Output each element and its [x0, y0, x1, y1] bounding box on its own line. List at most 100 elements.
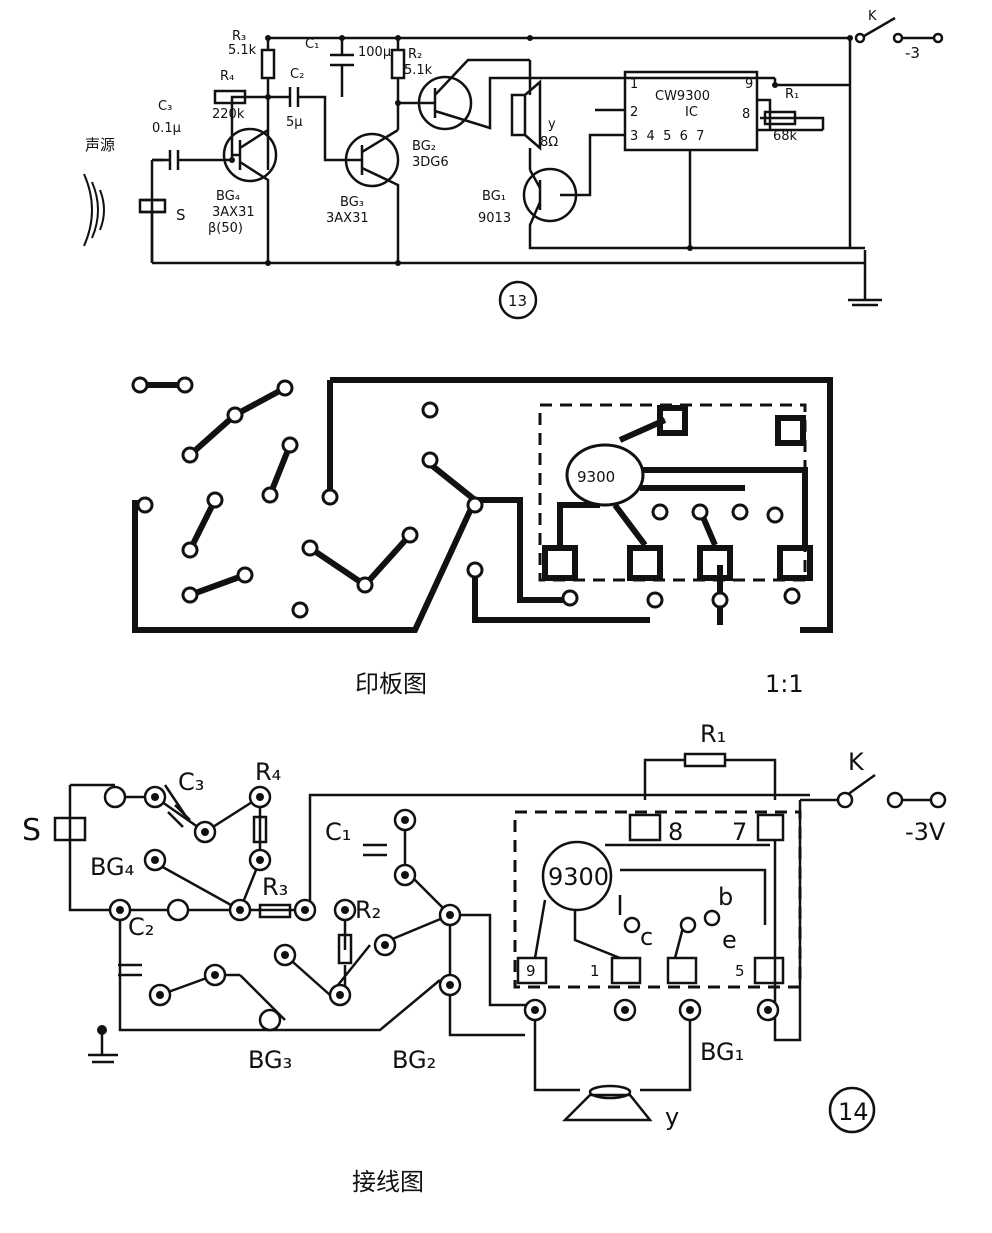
pad-7: [775, 415, 806, 446]
w-c-label: c: [640, 923, 653, 951]
fig14-number: 14: [838, 1098, 869, 1126]
sound-waves: [83, 173, 105, 247]
r3-14: [258, 903, 292, 919]
c2-value: 5μ: [286, 115, 303, 130]
bg3-leads: [345, 128, 400, 263]
pad-5: [777, 545, 813, 581]
bg4-beta: β(50): [208, 221, 243, 236]
bg1-name: BG₁: [482, 189, 506, 204]
bg4-name: BG₄: [216, 189, 240, 204]
ic-pin9: 9: [745, 77, 753, 92]
supply-terminal: [932, 32, 944, 44]
pad-b-14: [666, 956, 698, 985]
r4-wire: [230, 95, 268, 160]
r2-name: R₂: [408, 47, 422, 62]
w-c2-label: C₂: [128, 913, 154, 941]
w-r3-label: R₃: [262, 873, 288, 901]
ic-outline-14: [513, 810, 802, 989]
source-label: 声源: [85, 136, 115, 154]
r1-resistor: [763, 110, 797, 126]
junction-dots: [229, 35, 853, 266]
r4-value: 220k: [212, 107, 245, 122]
ic-pins-bottom: 3 4 5 6 7: [630, 129, 704, 144]
s-label: S: [176, 206, 186, 224]
bg4-leads: [232, 128, 270, 263]
chip-9300-14: [541, 840, 613, 912]
c2-name: C₂: [290, 67, 304, 82]
bg1-type: 9013: [478, 211, 511, 226]
r3-name: R₃: [232, 29, 246, 44]
speaker-value: 8Ω: [540, 135, 558, 150]
pcb-traces: [132, 377, 833, 633]
w-y-label: y: [665, 1103, 679, 1131]
w-bg4-label: BG₄: [90, 853, 134, 881]
speaker-y: [510, 60, 542, 151]
labels: 声源 K -3 C₃ 0.1μ R₄ 220k R₃ 5.1k C₂ 5μ C₁…: [22, 9, 946, 1196]
pad-1: [627, 545, 663, 581]
bg4-type: 3AX31: [212, 205, 255, 220]
ic-leads: [595, 98, 825, 248]
w-c3-label: C₃: [178, 768, 204, 796]
mic-s-14: [53, 816, 87, 842]
c2-capacitor: [268, 87, 345, 162]
w-c1-label: C₁: [325, 818, 351, 846]
bg2-leads: [398, 58, 775, 130]
switch-14: [800, 773, 930, 802]
w-r2-label: R₂: [355, 896, 381, 924]
r3-value: 5.1k: [228, 43, 257, 58]
w-bg3-label: BG₃: [248, 1046, 292, 1074]
pcb-holes: [131, 376, 801, 619]
solder-dots-14: [97, 793, 772, 1035]
speaker-wire-14: [533, 1010, 692, 1092]
ic-sub: IC: [685, 105, 698, 120]
pcb-caption: 印板图: [355, 670, 427, 698]
ic-pin1: 1: [630, 77, 638, 92]
pcb-chip-label: 9300: [577, 468, 615, 486]
wiring-caption: 接线图: [352, 1168, 424, 1196]
w-pin9: 9: [526, 962, 536, 980]
switch-k-label: K: [868, 9, 877, 24]
w-e-label: e: [722, 926, 737, 954]
r1-name: R₁: [785, 87, 799, 102]
r1-14: [683, 752, 727, 768]
w-pin5: 5: [735, 962, 745, 980]
w-bg2-label: BG₂: [392, 1046, 436, 1074]
switch-contact-b: [892, 32, 904, 44]
wiring-14: [53, 752, 947, 1134]
c3-capacitor: [152, 150, 232, 170]
c1-value: 100μ: [358, 45, 391, 60]
pad-8-14: [628, 813, 662, 842]
pcb-ic-traces: [557, 417, 808, 625]
w-pin1: 1: [590, 962, 600, 980]
r2-value: 5.1k: [404, 63, 433, 78]
pcb-scale: 1:1: [765, 670, 804, 698]
bg3-name: BG₃: [340, 195, 364, 210]
ic-name: CW9300: [655, 89, 710, 104]
pad-1-14: [610, 956, 642, 985]
c3-value: 0.1μ: [152, 121, 181, 136]
w-s-label: S: [22, 813, 41, 848]
pad-9: [542, 545, 578, 581]
c3-name: C₃: [158, 99, 172, 114]
pad-9-14: [516, 956, 548, 985]
bg4-transistor: [222, 127, 278, 183]
fig13-number: 13: [508, 292, 527, 310]
solder-pads-14: [103, 785, 947, 1032]
r4-14: [252, 815, 268, 844]
w-supply-label: -3V: [905, 818, 946, 846]
w-bg1-label: BG₁: [700, 1038, 744, 1066]
speaker-14: [561, 1093, 653, 1122]
w-pin7: 7: [732, 818, 747, 846]
ic-pin8: 8: [742, 107, 750, 122]
pad-5-14: [753, 956, 785, 985]
c1-14: [363, 843, 387, 857]
c1-capacitor: [330, 38, 354, 97]
w-chip-label: 9300: [548, 863, 609, 891]
c3-14: [167, 804, 191, 828]
w-wires: [118, 784, 810, 1037]
pcb-layout: [131, 376, 833, 633]
w-r1-label: R₁: [700, 720, 726, 748]
bg1-leads: [528, 133, 865, 250]
w-b-label: b: [718, 883, 733, 911]
switch-contact-a: [854, 32, 866, 44]
